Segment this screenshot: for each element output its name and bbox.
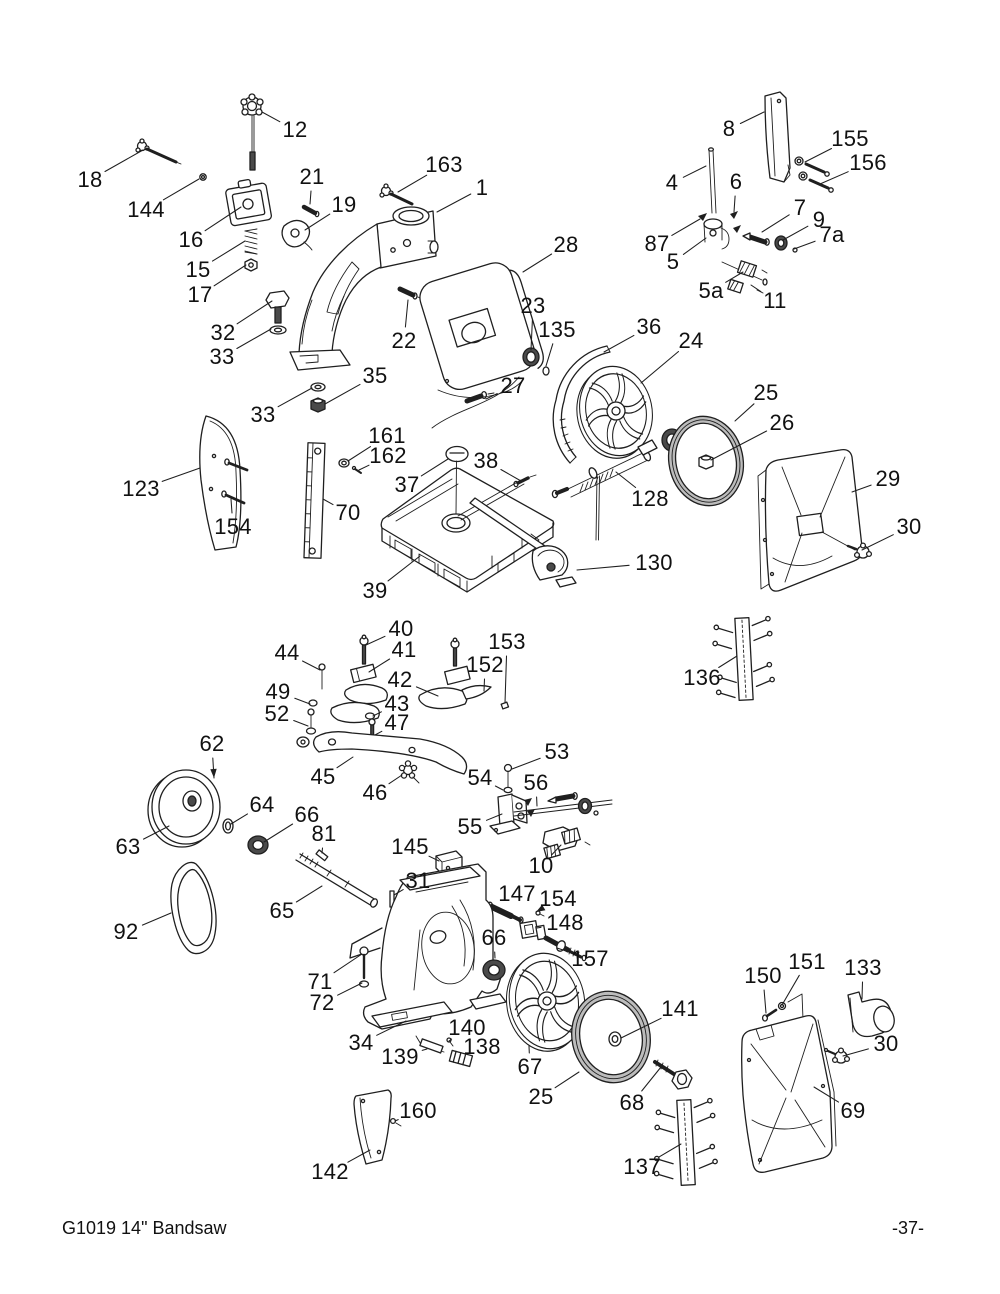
screw-162 — [351, 465, 362, 474]
ring-64 — [222, 818, 234, 834]
screw-7a — [792, 247, 798, 253]
cover-28 — [419, 262, 544, 398]
guide-assembly-upper — [305, 634, 510, 744]
holder-5 — [703, 218, 730, 250]
ring-135 — [542, 366, 550, 376]
bolt-32 — [265, 290, 290, 335]
screws-155-156 — [794, 156, 834, 193]
lower-wheel-67 — [505, 952, 586, 1052]
slide-5a-11 — [721, 260, 768, 294]
lever-19 — [281, 219, 313, 251]
screw-38 — [513, 474, 537, 488]
footer-page-number: -37- — [891, 1218, 924, 1238]
bolt-68 — [653, 1059, 693, 1090]
pin-7 — [742, 232, 770, 246]
upper-wheel-24 — [576, 365, 653, 459]
spring-15 — [244, 228, 258, 255]
pulley-63 — [147, 769, 221, 848]
guard-123 — [199, 415, 242, 551]
bearing-23a — [522, 347, 540, 367]
page-footer: G1019 14" Bandsaw -37- — [62, 1218, 924, 1239]
screws-154a — [221, 458, 249, 505]
knob-30a — [846, 542, 873, 559]
hub-141 — [608, 1031, 622, 1047]
switch-bracket-55 — [489, 763, 528, 835]
plate-16 — [225, 178, 272, 227]
knob-30b — [823, 1047, 851, 1064]
key-81 — [315, 849, 329, 862]
table-39 — [380, 467, 555, 593]
cable-27 — [431, 376, 520, 429]
motor-frame-34 — [349, 863, 507, 1030]
nut-26 — [698, 454, 714, 470]
nut-35 — [310, 397, 326, 413]
knob-37 — [445, 445, 469, 515]
guide-bar-70 — [303, 442, 326, 559]
cover-29 — [757, 449, 863, 592]
shaft-157 — [543, 935, 587, 962]
disc-9b — [577, 797, 599, 816]
cap-133 — [847, 991, 895, 1038]
setscrews-6 — [730, 211, 741, 233]
shaft-65 — [295, 852, 379, 908]
bolt-163 — [379, 183, 414, 206]
washer-33b — [310, 382, 326, 392]
v-belt-92 — [170, 861, 217, 955]
guide-post-128 — [551, 439, 658, 541]
bracket-10 — [542, 826, 591, 860]
disc-9 — [774, 235, 788, 251]
footer-model: G1019 14" Bandsaw — [62, 1218, 227, 1238]
setscrew-87 — [698, 213, 707, 221]
pin-21 — [301, 204, 320, 218]
bolt-71 — [358, 946, 370, 988]
knob-12 — [240, 93, 264, 171]
nut-17 — [244, 258, 258, 272]
block-148 — [519, 920, 547, 941]
foot-139-140-138 — [415, 1035, 474, 1068]
bearing-66b — [482, 959, 506, 981]
bracket-bar-137 — [653, 1097, 718, 1186]
nut-144 — [199, 173, 207, 181]
blade-guard-36 — [552, 345, 611, 464]
miter-gauge-130 — [469, 497, 577, 588]
knob-46 — [398, 760, 420, 784]
screw-160 — [389, 1117, 402, 1127]
leader-lines — [104, 111, 894, 1163]
frame-arm-1 — [289, 206, 439, 371]
pin-22 — [397, 286, 423, 300]
bearing-66a — [247, 835, 269, 855]
rod-56 — [513, 798, 613, 817]
rod-4 — [707, 147, 717, 214]
bracket-8 — [764, 91, 791, 183]
washer-161 — [338, 458, 350, 468]
bracket-bar-136 — [712, 615, 775, 701]
bolt-18 — [135, 138, 182, 165]
bracket-arm-45 — [296, 731, 468, 775]
pin-7b — [547, 791, 578, 804]
guard-142 — [353, 1089, 392, 1165]
cover-69 — [741, 1014, 837, 1173]
